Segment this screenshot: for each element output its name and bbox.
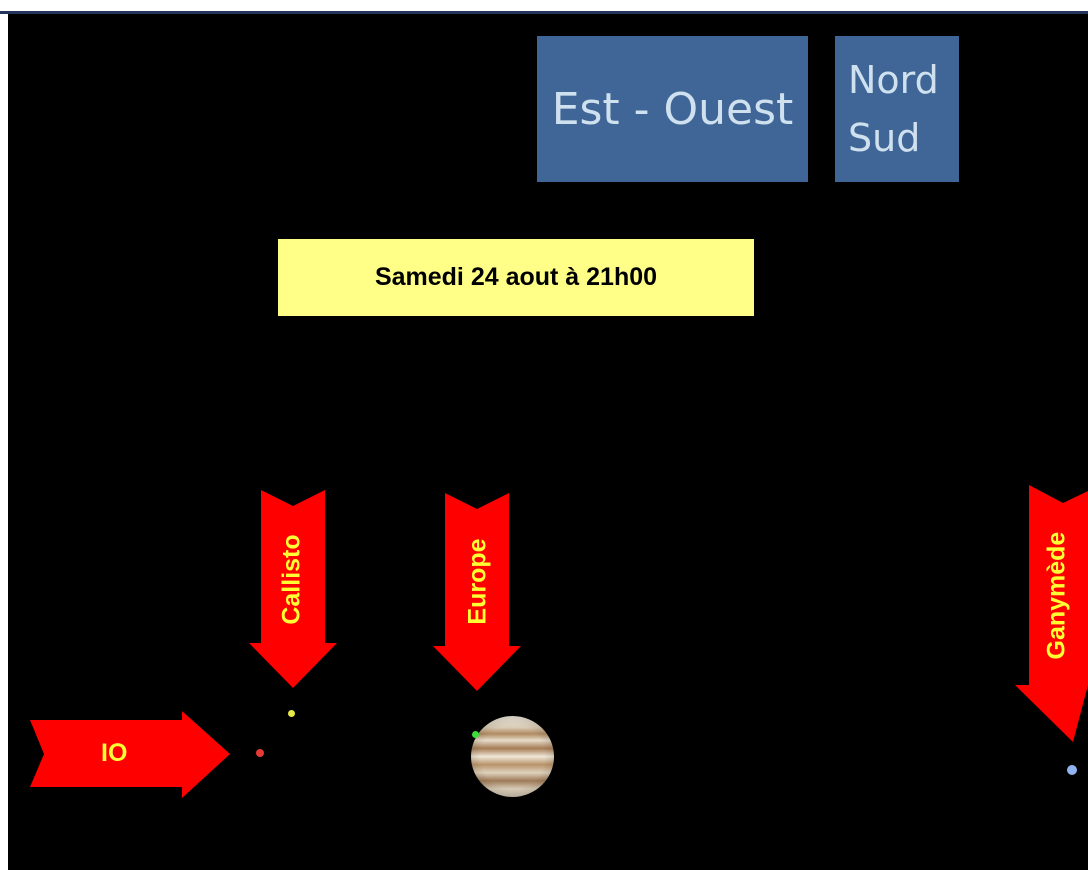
north-label: Nord	[848, 58, 939, 102]
europe-arrow	[433, 493, 521, 691]
south-label: Sud	[848, 116, 921, 160]
window-left-edge	[0, 14, 8, 870]
callisto-label: Callisto	[277, 534, 306, 625]
date-label: Samedi 24 aout à 21h00	[278, 239, 754, 316]
europe-moon	[472, 731, 479, 738]
callisto-arrow	[249, 490, 337, 688]
callisto-moon	[288, 710, 295, 717]
east-west-button[interactable]: Est - Ouest	[537, 36, 808, 182]
ganymede-arrow	[1015, 485, 1088, 742]
north-south-button[interactable]: Nord Sud	[835, 36, 959, 182]
ganymede-label: Ganymède	[1042, 531, 1071, 660]
ganymede-moon	[1067, 765, 1077, 775]
io-label: IO	[101, 739, 128, 767]
jupiter-planet	[471, 716, 554, 797]
io-moon	[256, 749, 264, 757]
io-arrow	[30, 711, 230, 798]
window-top-border	[0, 0, 1088, 14]
europe-label: Europe	[463, 538, 492, 625]
